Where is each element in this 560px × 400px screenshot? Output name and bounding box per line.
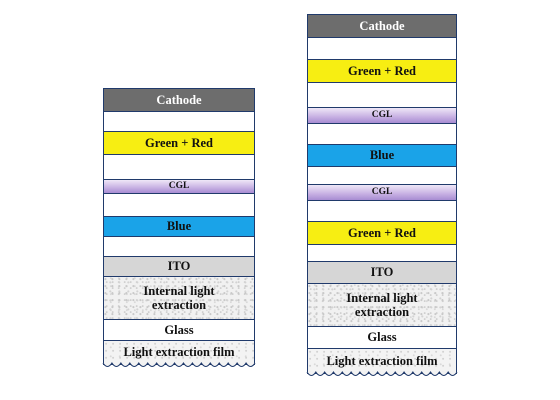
layer-internal-light-extraction: Internal light extraction — [307, 283, 457, 327]
layer-green-red: Green + Red — [103, 131, 255, 155]
layer-label: Green + Red — [348, 225, 416, 240]
layer-glass: Glass — [307, 326, 457, 349]
layer-empty — [307, 244, 457, 262]
layer-empty — [103, 154, 255, 180]
layer-internal-light-extraction: Internal light extraction — [103, 276, 255, 320]
layer-label: Blue — [166, 219, 192, 234]
layer-label: Glass — [164, 322, 194, 337]
layer-cathode: Cathode — [307, 14, 457, 38]
layer-cathode: Cathode — [103, 88, 255, 112]
layer-cgl: CGL — [307, 107, 457, 124]
layer-empty — [307, 37, 457, 60]
layer-ito: ITO — [103, 256, 255, 277]
layer-empty — [307, 200, 457, 222]
layer-label: Cathode — [359, 18, 405, 33]
layer-blue: Blue — [307, 144, 457, 167]
layer-glass: Glass — [103, 319, 255, 341]
layer-label: CGL — [168, 181, 190, 192]
film-microlens-bumps — [102, 361, 256, 368]
layer-empty — [103, 236, 255, 257]
bump-row — [102, 361, 256, 368]
layer-light-extraction-film: Light extraction film — [103, 340, 255, 365]
layer-blue: Blue — [103, 216, 255, 237]
layer-ito: ITO — [307, 261, 457, 284]
layer-green-red: Green + Red — [307, 221, 457, 245]
layer-empty — [307, 166, 457, 185]
layer-label: Blue — [369, 148, 395, 163]
layer-label: Glass — [367, 330, 397, 345]
layer-label: Internal light extraction — [346, 290, 418, 319]
layer-light-extraction-film: Light extraction film — [307, 348, 457, 374]
layer-label: Green + Red — [348, 63, 416, 78]
layer-label: ITO — [370, 265, 394, 280]
layer-label: Light extraction film — [123, 345, 235, 360]
layer-empty — [103, 111, 255, 132]
layer-label: CGL — [371, 187, 393, 198]
layer-label: Light extraction film — [326, 353, 438, 368]
layer-label: CGL — [371, 110, 393, 121]
layer-label: Green + Red — [145, 135, 213, 150]
layer-cgl: CGL — [307, 184, 457, 201]
layer-empty — [103, 193, 255, 217]
layer-label: ITO — [167, 259, 191, 274]
layer-empty — [307, 123, 457, 145]
bump-row — [306, 370, 458, 377]
layer-green-red: Green + Red — [307, 59, 457, 83]
layer-label: Cathode — [156, 92, 202, 107]
layer-cgl: CGL — [103, 179, 255, 194]
layer-label: Internal light extraction — [143, 283, 215, 312]
film-microlens-bumps — [306, 370, 458, 377]
layer-empty — [307, 82, 457, 108]
